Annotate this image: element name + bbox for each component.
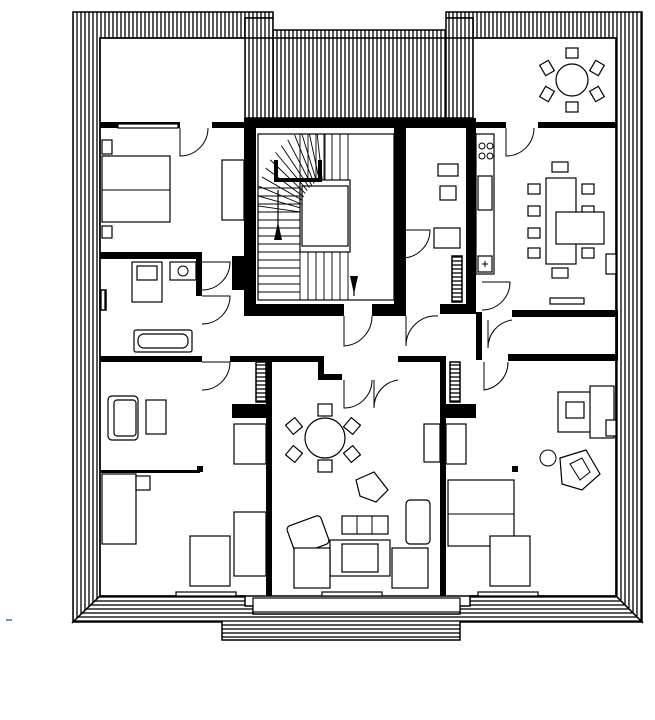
kitchen <box>433 133 495 275</box>
cabinet <box>233 423 267 465</box>
bedroom <box>101 123 245 239</box>
radiators <box>99 255 463 403</box>
desk-icon <box>557 385 615 439</box>
dining-table-icon <box>527 161 605 279</box>
office-right <box>445 385 617 587</box>
stair-tread <box>258 185 302 205</box>
windows <box>175 591 539 613</box>
stair-tread <box>257 205 301 213</box>
dining <box>527 47 617 305</box>
balcony <box>272 29 447 119</box>
bathroom <box>131 261 197 353</box>
stair-tread <box>308 133 320 181</box>
round-table-icon <box>284 403 362 473</box>
dishwasher <box>433 227 461 249</box>
stove-icon <box>478 142 494 160</box>
side-table <box>145 399 167 435</box>
interior-walls <box>100 118 618 596</box>
stair-tread <box>257 195 301 209</box>
stair-tread <box>301 133 318 183</box>
armchair-icon <box>559 449 601 491</box>
sink-icon <box>169 261 197 281</box>
living <box>284 403 441 597</box>
stair-tread <box>287 139 313 186</box>
window-sill <box>117 123 179 129</box>
doors <box>179 127 535 409</box>
desk-icon <box>101 473 151 545</box>
stair-tread <box>265 167 305 198</box>
sink-icon <box>437 163 459 177</box>
stairs-icon <box>257 133 395 301</box>
office-left <box>101 395 267 587</box>
stair-tread <box>294 134 315 184</box>
stair-tread <box>275 152 308 191</box>
armchair-icon <box>107 395 139 441</box>
sofa-icon <box>329 515 391 577</box>
wardrobe <box>221 159 245 221</box>
armchair-icon <box>355 471 389 503</box>
bed-icon <box>101 155 171 223</box>
outer-wall <box>71 11 644 641</box>
stair-tread <box>261 176 303 201</box>
round-table-icon <box>538 47 606 113</box>
